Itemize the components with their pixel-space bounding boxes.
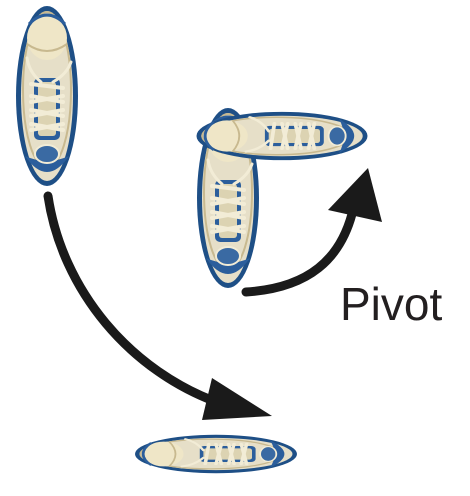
curved-arrow-icon	[246, 168, 382, 292]
sneaker-icon	[135, 435, 297, 473]
sneaker-icon	[197, 112, 368, 160]
sneaker-icon	[16, 6, 78, 186]
pivot-label: Pivot	[340, 278, 442, 330]
